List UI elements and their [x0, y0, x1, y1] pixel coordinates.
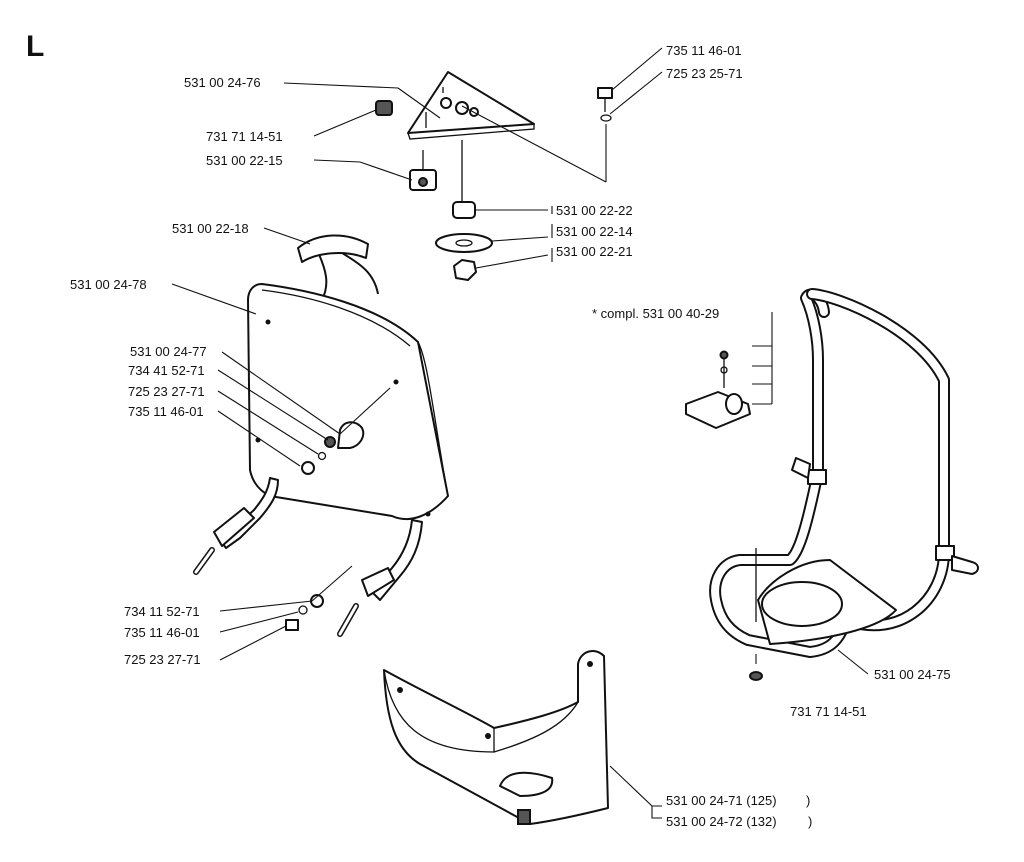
- label-compl-531-00-40-29: * compl. 531 00 40-29: [592, 306, 719, 321]
- label-725-23-27-71-a: 725 23 27-71: [128, 384, 205, 399]
- label-531-00-24-78: 531 00 24-78: [70, 277, 147, 292]
- hip-pad: [383, 649, 609, 825]
- hook-bracket: [337, 421, 365, 449]
- frame-bracket: [709, 288, 979, 658]
- label-531-00-24-77: 531 00 24-77: [130, 344, 207, 359]
- shoulder-strap-left: [193, 477, 279, 575]
- label-paren-1: ): [806, 793, 810, 808]
- label-735-11-46-01-top: 735 11 46-01: [666, 43, 742, 58]
- label-735-11-46-01-a: 735 11 46-01: [128, 404, 204, 419]
- shoulder-strap-right: [337, 519, 423, 637]
- frame-clamp: [685, 350, 751, 429]
- label-531-00-22-22: 531 00 22-22: [556, 203, 633, 218]
- leader-lines: [171, 47, 869, 819]
- label-531-00-24-71: 531 00 24-71 (125): [666, 793, 777, 808]
- label-731-71-14-51-bottom: 731 71 14-51: [790, 704, 867, 719]
- label-734-41-52-71: 734 41 52-71: [128, 363, 205, 378]
- label-531-00-24-75: 531 00 24-75: [874, 667, 951, 682]
- spring-washer-b: [298, 605, 308, 615]
- top-mount-plate: [407, 71, 535, 140]
- label-725-23-27-71-b: 725 23 27-71: [124, 652, 201, 667]
- corner-mark: L: [26, 30, 44, 63]
- bolt-b: [285, 619, 299, 631]
- label-531-00-22-15: 531 00 22-15: [206, 153, 283, 168]
- bolt-top-right: [597, 87, 613, 122]
- rubber-bushing-bottom: [749, 671, 763, 681]
- label-531-00-22-14: 531 00 22-14: [556, 224, 633, 239]
- label-531-00-22-21: 531 00 22-21: [556, 244, 633, 259]
- label-531-00-24-72: 531 00 24-72 (132): [666, 814, 777, 829]
- label-735-11-46-01-b: 735 11 46-01: [124, 625, 200, 640]
- label-531-00-24-76: 531 00 24-76: [184, 75, 261, 90]
- label-734-11-52-71: 734 11 52-71: [124, 604, 200, 619]
- label-531-00-22-18: 531 00 22-18: [172, 221, 249, 236]
- bolt-a: [301, 461, 315, 475]
- label-731-71-14-51-top: 731 71 14-51: [206, 129, 283, 144]
- label-paren-2: ): [808, 814, 812, 829]
- label-725-23-25-71: 725 23 25-71: [666, 66, 743, 81]
- spacer-stack: [435, 140, 493, 281]
- rubber-bushing-top: [375, 100, 393, 116]
- harness-back-plate: [247, 234, 449, 521]
- part-labels: 531 00 24-76 735 11 46-01 725 23 25-71 7…: [70, 43, 951, 829]
- spring-washer-a: [317, 451, 327, 461]
- clamp-block: [409, 150, 437, 191]
